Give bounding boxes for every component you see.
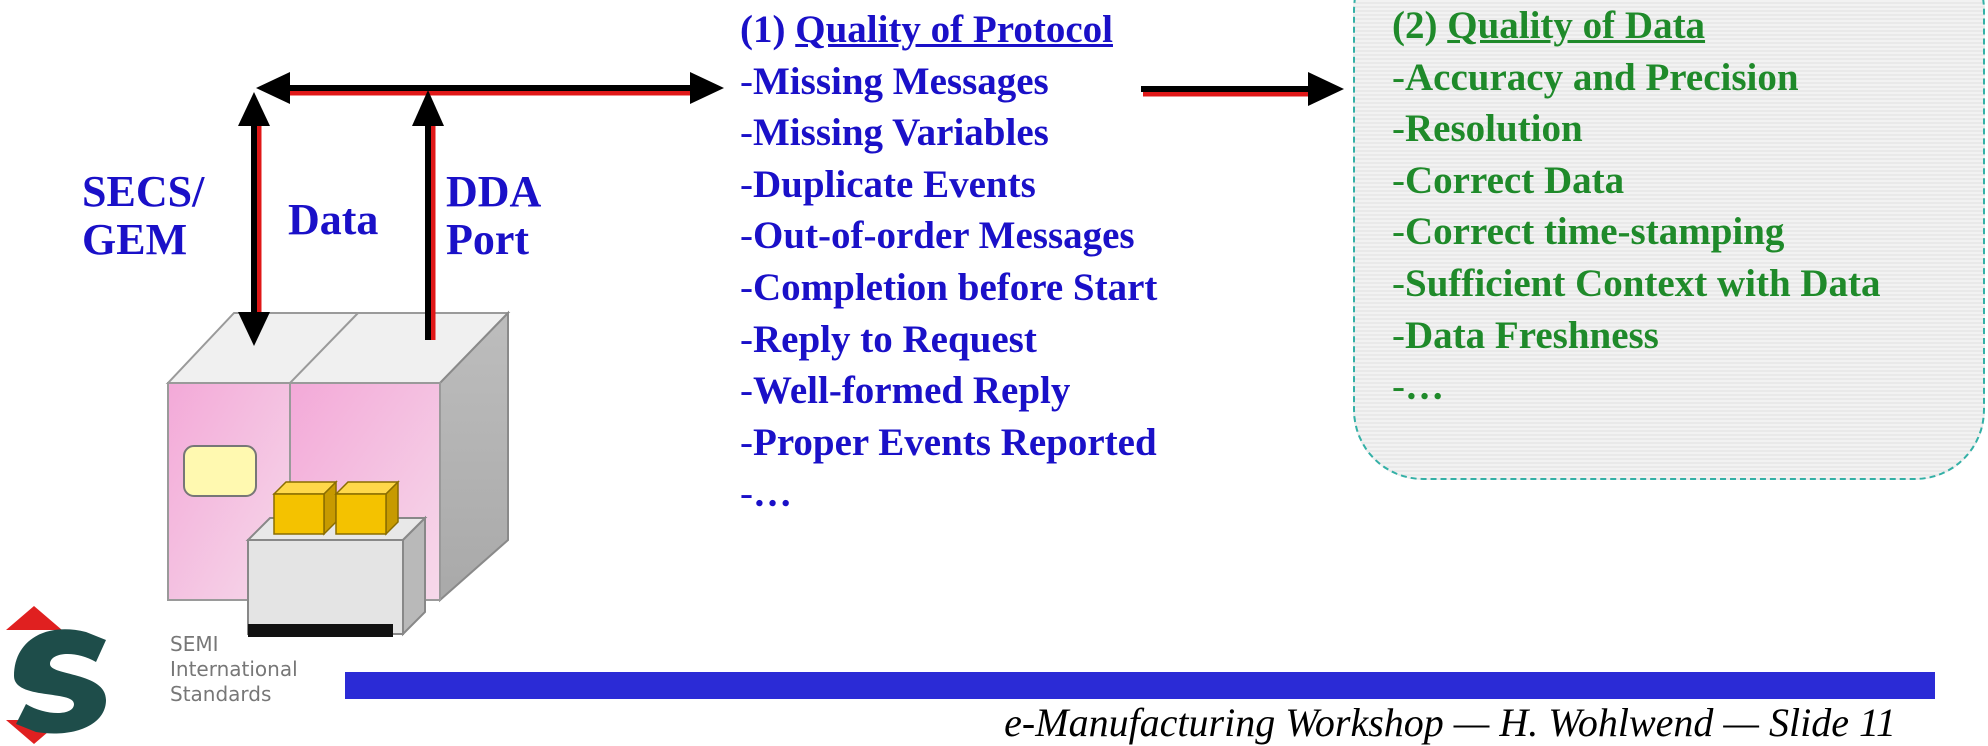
- list-item: -Well-formed Reply: [740, 369, 1071, 413]
- secs-gem-label-line1: SECS/: [82, 167, 205, 216]
- list-item: -Resolution: [1392, 107, 1583, 151]
- data-item-label: Sufficient Context with Data: [1405, 261, 1881, 305]
- list-item: -Sufficient Context with Data: [1392, 261, 1881, 305]
- list-item: -Correct time-stamping: [1392, 210, 1785, 254]
- dda-port-arrow: [412, 90, 444, 340]
- list-item: -Completion before Start: [740, 265, 1158, 309]
- dda-port-label-line2: Port: [446, 215, 530, 264]
- data-item-label: …: [1405, 365, 1444, 409]
- protocol-item-label: Reply to Request: [753, 317, 1037, 361]
- protocol-item-label: Completion before Start: [753, 265, 1158, 309]
- list-item: -Reply to Request: [740, 317, 1037, 361]
- protocol-item-label: Proper Events Reported: [753, 420, 1157, 464]
- data-item-label: Resolution: [1405, 107, 1583, 151]
- protocol-item-label: …: [753, 472, 792, 516]
- semi-logo-line1: SEMI: [170, 632, 219, 656]
- semi-logo-line3: Standards: [170, 682, 272, 706]
- list-item: -Duplicate Events: [740, 162, 1036, 206]
- secs-gem-arrow: [238, 92, 270, 346]
- data-item-label: Data Freshness: [1405, 313, 1659, 357]
- semi-logo-mark: [6, 606, 106, 744]
- dda-port-label-line1: DDA: [446, 167, 542, 216]
- protocol-to-data-arrow: [1141, 72, 1344, 106]
- list-item: -…: [740, 472, 792, 516]
- list-item: -Proper Events Reported: [740, 420, 1157, 464]
- data-item-label: Correct time-stamping: [1405, 210, 1785, 254]
- data-item-label: Correct Data: [1405, 158, 1625, 202]
- list-item: -…: [1392, 365, 1444, 409]
- data-heading: (2) Quality of Data: [1392, 0, 1881, 52]
- list-item: -Data Freshness: [1392, 313, 1659, 357]
- protocol-item-label: Out-of-order Messages: [753, 214, 1135, 258]
- footer-bar: [345, 672, 1935, 699]
- protocol-number: (1): [740, 8, 796, 51]
- quality-of-protocol-list: (1) Quality of Protocol -Missing Message…: [740, 4, 1157, 520]
- dda-port-label: DDA Port: [446, 168, 541, 264]
- protocol-title: Quality of Protocol: [795, 8, 1113, 51]
- protocol-item-label: Well-formed Reply: [753, 369, 1071, 413]
- data-title: Quality of Data: [1447, 4, 1706, 47]
- data-number: (2): [1392, 4, 1448, 47]
- data-item-label: Accuracy and Precision: [1405, 55, 1799, 99]
- connector-arrows: [238, 72, 1344, 346]
- quality-of-data-box: [1353, 0, 1985, 480]
- list-item: -Missing Messages: [740, 59, 1049, 103]
- list-item: -Accuracy and Precision: [1392, 55, 1799, 99]
- equipment-illustration: [165, 310, 511, 637]
- semi-logo-text: SEMI International Standards: [170, 632, 298, 707]
- footer-caption: e-Manufacturing Workshop — H. Wohlwend —…: [1004, 700, 1896, 745]
- secs-gem-label: SECS/ GEM: [82, 168, 204, 264]
- protocol-item-label: Missing Variables: [753, 111, 1049, 155]
- protocol-item-label: Duplicate Events: [753, 162, 1036, 206]
- quality-of-data-list: (2) Quality of Data -Accuracy and Precis…: [1392, 0, 1881, 413]
- protocol-item-label: Missing Messages: [753, 59, 1049, 103]
- semi-logo-line2: International: [170, 657, 298, 681]
- list-item: -Missing Variables: [740, 111, 1049, 155]
- list-item: -Correct Data: [1392, 158, 1625, 202]
- data-label: Data: [288, 195, 379, 244]
- top-horizontal-arrow: [256, 72, 724, 104]
- secs-gem-label-line2: GEM: [82, 215, 188, 264]
- list-item: -Out-of-order Messages: [740, 214, 1135, 258]
- protocol-heading: (1) Quality of Protocol: [740, 4, 1157, 56]
